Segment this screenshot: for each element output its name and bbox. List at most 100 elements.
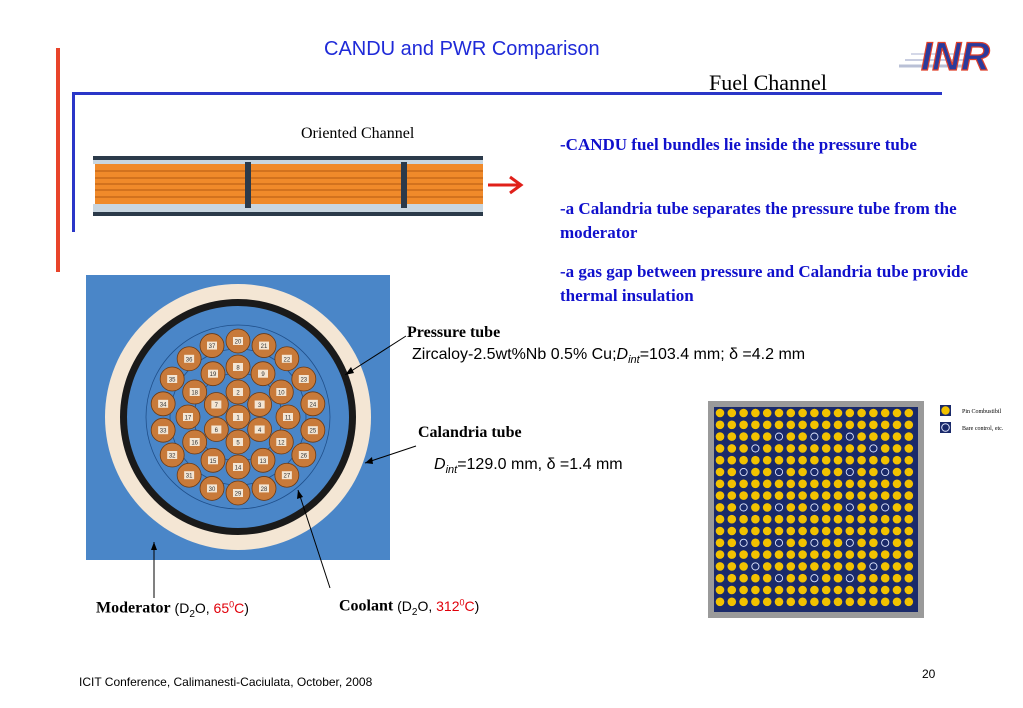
fuel-pin — [833, 585, 843, 595]
fuel-element-number: 25 — [310, 429, 317, 435]
fuel-element-number: 28 — [261, 487, 268, 493]
fuel-pin — [762, 408, 772, 418]
fuel-element-number: 17 — [185, 416, 192, 422]
fuel-pin — [786, 550, 796, 559]
fuel-pin — [715, 491, 725, 500]
fuel-pin — [904, 562, 914, 571]
fuel-pin — [892, 597, 902, 607]
fuel-pin — [904, 455, 914, 465]
fuel-pin — [762, 585, 772, 595]
fuel-pin — [857, 503, 866, 512]
fuel-pin — [727, 538, 737, 548]
fuel-pin — [751, 432, 760, 441]
control-rod-position — [739, 538, 748, 547]
fuel-pin — [857, 550, 866, 559]
fuel-pin — [774, 491, 784, 500]
pressure-tube-spec: Zircaloy-2.5wt%Nb 0.5% Cu;Dint=103.4 mm;… — [412, 346, 806, 367]
fuel-element-tag — [254, 400, 265, 409]
fuel-pin — [786, 420, 796, 430]
fuel-pin — [833, 479, 843, 489]
fuel-element-tag — [258, 369, 268, 378]
oriented-channel-label: Oriented Channel — [301, 125, 415, 142]
fuel-pin — [715, 538, 725, 548]
fuel-pin — [810, 479, 819, 489]
inr-logo: INR — [899, 34, 991, 76]
fuel-pin — [904, 408, 914, 418]
footer-conference: ICIT Conference, Calimanesti-Caciulata, … — [79, 675, 373, 689]
logo-text: INR — [921, 35, 990, 76]
fuel-pin — [751, 538, 760, 548]
fuel-pin — [821, 503, 831, 512]
fuel-pin — [715, 503, 725, 512]
fuel-pin — [904, 573, 914, 583]
fuel-pin — [751, 455, 760, 465]
control-rod-position — [774, 467, 784, 477]
fuel-pin — [833, 526, 843, 536]
fuel-pin — [869, 526, 878, 536]
fuel-element-number: 32 — [169, 454, 176, 460]
fuel-element-tag — [281, 354, 292, 363]
fuel-pin — [739, 455, 748, 465]
fuel-pin — [762, 514, 772, 524]
fuel-element-number: 12 — [278, 441, 285, 447]
fuel-pin — [880, 550, 890, 559]
fuel-pin — [845, 550, 855, 559]
fuel-pin — [904, 538, 914, 548]
fuel-pin — [727, 585, 737, 595]
fuel-pin — [727, 432, 737, 441]
fuel-pin — [798, 514, 807, 524]
fuel-pin — [786, 597, 796, 607]
fuel-pin — [904, 491, 914, 500]
fuel-pin — [739, 444, 748, 453]
fuel-pin — [715, 526, 725, 536]
fuel-pin — [715, 420, 725, 430]
fuel-pin — [798, 467, 807, 477]
fuel-pin — [833, 573, 843, 583]
fuel-pin — [821, 514, 831, 524]
fuel-pin — [739, 573, 748, 583]
fuel-pin — [869, 432, 878, 441]
fuel-pin — [880, 420, 890, 430]
fuel-pin — [727, 526, 737, 536]
fuel-pin — [798, 408, 807, 418]
fuel-pin — [810, 455, 819, 465]
fuel-pin — [833, 597, 843, 607]
fuel-pin — [821, 562, 831, 571]
fuel-pin — [904, 479, 914, 489]
fuel-pin — [869, 538, 878, 548]
fuel-bundle-1 — [95, 164, 245, 204]
control-rod-position — [845, 432, 854, 441]
fuel-pin — [892, 514, 902, 524]
fuel-pin — [892, 526, 902, 536]
fuel-pin — [798, 479, 807, 489]
fuel-pin — [715, 585, 725, 595]
fuel-element-tag — [233, 337, 243, 345]
fuel-element-number: 18 — [191, 391, 198, 397]
slide-title: CANDU and PWR Comparison — [324, 38, 600, 60]
fuel-pin — [786, 562, 796, 571]
fuel-pin — [821, 444, 831, 453]
fuel-pin — [869, 455, 878, 465]
fuel-pin — [892, 491, 902, 500]
fuel-pin — [810, 526, 819, 536]
fuel-pin — [880, 585, 890, 595]
control-rod-legend-icon — [941, 423, 950, 432]
fuel-pin — [869, 597, 878, 607]
fuel-element-tag — [183, 413, 193, 421]
pointer-arrows — [151, 335, 417, 598]
fuel-pin — [880, 597, 890, 607]
fuel-element-tag — [211, 425, 222, 434]
fuel-pin — [798, 538, 807, 548]
fuel-pin — [880, 408, 890, 418]
fuel-pin — [892, 444, 902, 453]
fuel-pin — [833, 467, 843, 477]
fuel-element-number: 15 — [210, 459, 217, 465]
candu-channel-cross-section: 1234567891011121314151617181920212223242… — [86, 275, 390, 560]
control-rod-position — [810, 432, 819, 441]
fuel-pin — [774, 444, 784, 453]
pwr-legend: Pin Combustibil Bare control, etc. — [940, 405, 1004, 433]
fuel-pin — [762, 538, 772, 548]
fuel-pin — [798, 491, 807, 500]
fuel-pin — [869, 420, 878, 430]
left-red-rule — [56, 48, 60, 272]
